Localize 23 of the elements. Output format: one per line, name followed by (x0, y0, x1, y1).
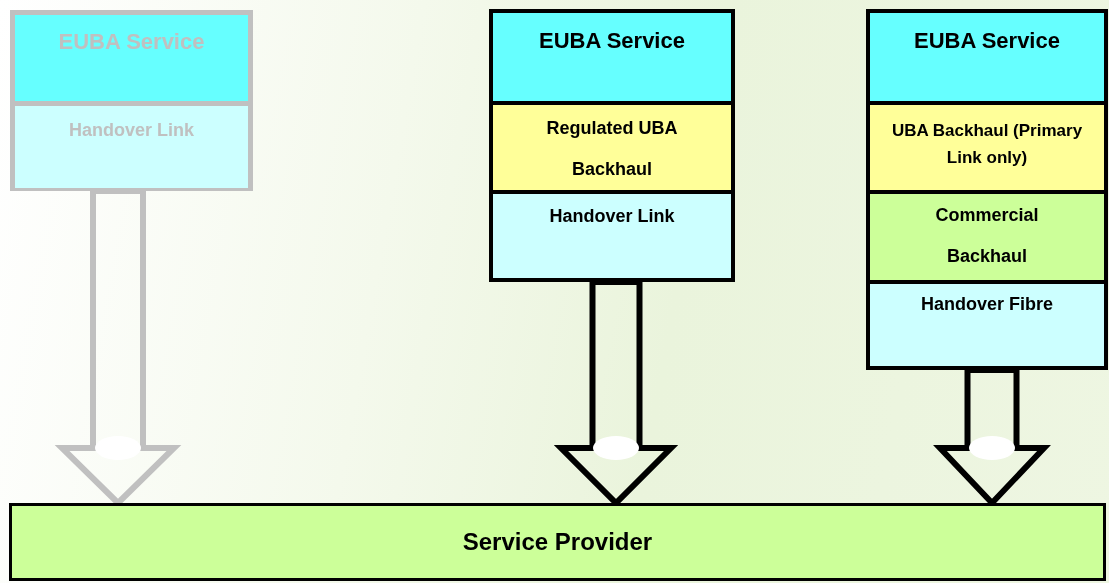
layer-label: UBA Backhaul (Primary Link only) (890, 120, 1084, 169)
layer-box (493, 101, 731, 190)
layer-box (15, 15, 248, 101)
layer-box (15, 101, 248, 188)
layer-label: Handover Fibre (920, 294, 1054, 315)
layer-label: EUBA Service (57, 29, 206, 55)
layer-box (870, 280, 1104, 366)
stack-box (489, 9, 735, 282)
provider-bar (9, 503, 1106, 581)
layer-label: EUBA Service (913, 28, 1061, 54)
layer-label: Handover Link (68, 120, 195, 141)
layer-box (870, 13, 1104, 101)
provider-label: Service Provider (462, 528, 653, 556)
layer-box (870, 101, 1104, 190)
layer-label: Regulated UBA Backhaul (545, 117, 679, 181)
layer-box (493, 190, 731, 278)
layer-box (493, 13, 731, 101)
stack-box (10, 10, 253, 191)
layer-box (870, 190, 1104, 280)
layer-label: Commercial Backhaul (934, 204, 1040, 268)
layer-label: Handover Link (548, 206, 676, 227)
stack-box (866, 9, 1108, 370)
layer-label: EUBA Service (538, 28, 686, 54)
